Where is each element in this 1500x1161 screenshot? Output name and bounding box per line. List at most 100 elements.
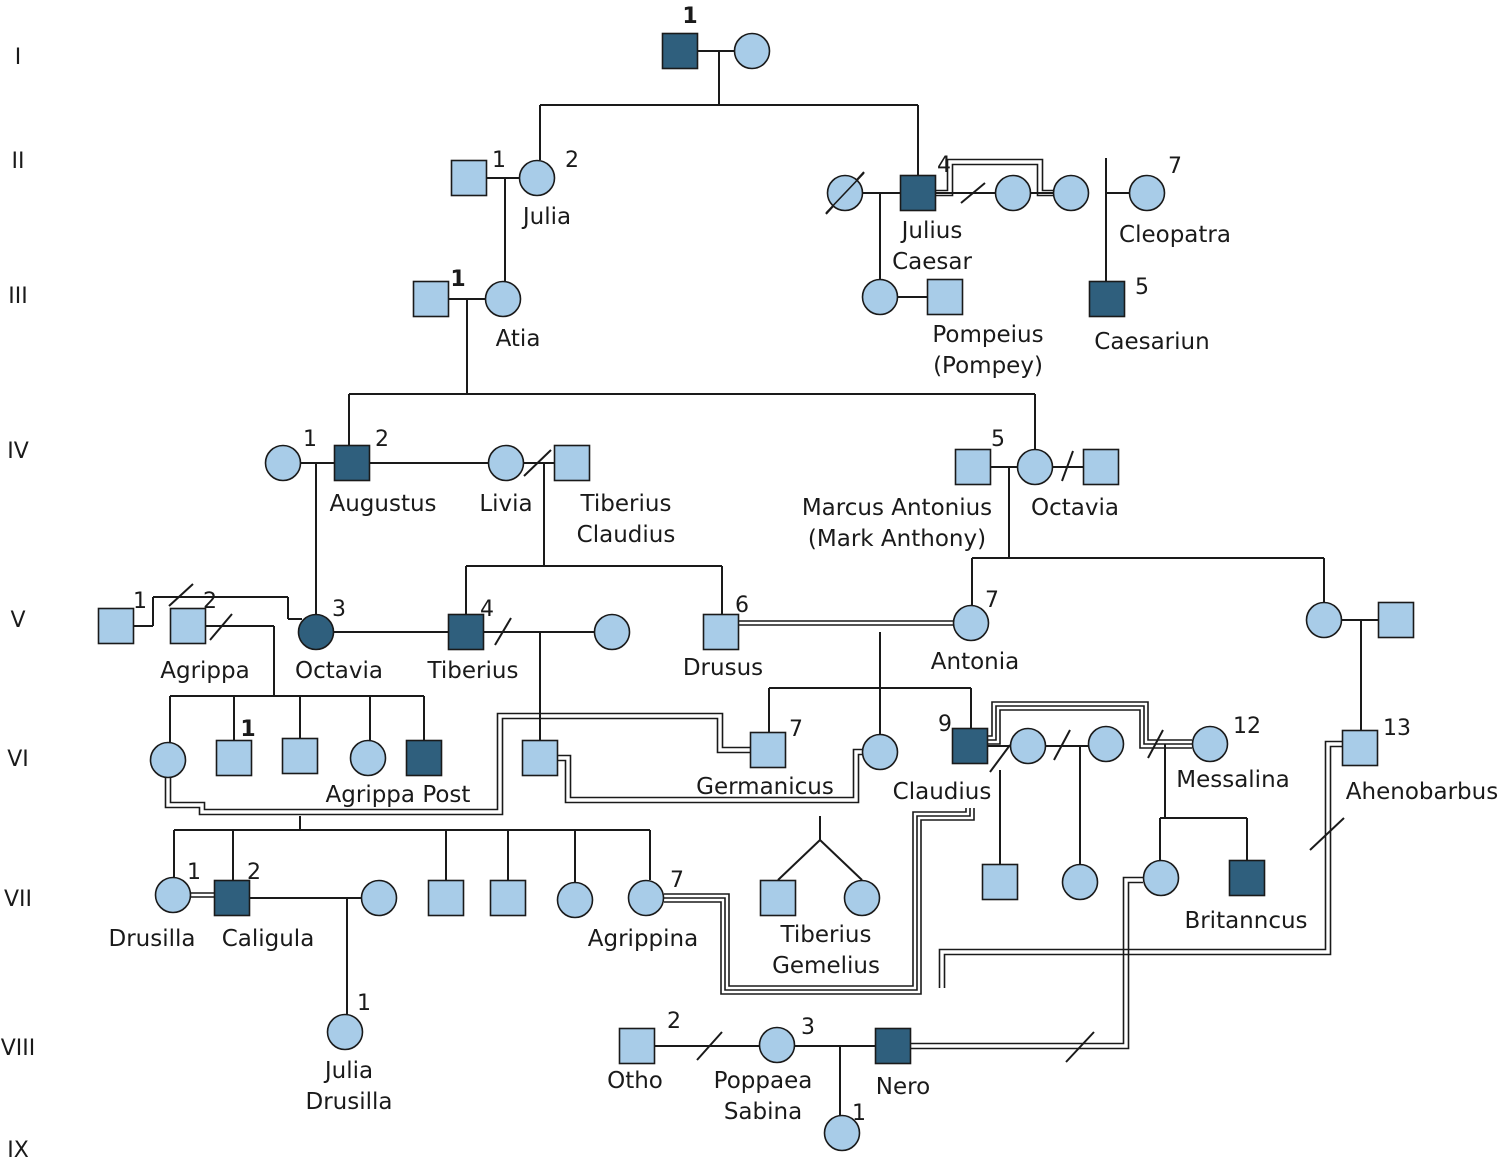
female-vi-c1 [349, 739, 387, 777]
male-v-1 [97, 607, 135, 645]
number-n-vi-7: 7 [789, 717, 803, 742]
generation-label-III: III [8, 284, 27, 309]
generation-label-VII: VII [4, 887, 32, 912]
male-britanncus [1228, 859, 1266, 897]
female-livia [487, 444, 525, 482]
separation-mark [1061, 450, 1074, 482]
separation-mark [1309, 817, 1345, 851]
number-n-viii-2: 2 [667, 1009, 681, 1034]
female-atia [484, 280, 522, 318]
name-cleopatra: Cleopatra [1119, 222, 1231, 248]
name-julia: Julia [521, 204, 571, 230]
female-agrippina-elder [149, 741, 187, 779]
female-julia-drusilla [326, 1013, 364, 1051]
separation-mark [168, 583, 194, 607]
consanguine-link-line [540, 753, 862, 804]
number-n-vi-12: 12 [1233, 714, 1261, 739]
number-n-iv-1: 1 [303, 427, 317, 452]
female-tiberius-w2 [593, 613, 631, 651]
separation-mark [1065, 1031, 1095, 1063]
number-n-i-1: 1 [682, 4, 697, 29]
separation-mark [1147, 729, 1164, 759]
female-julia [518, 159, 556, 197]
male-claudius [951, 727, 989, 765]
name-claudius: Claudius [893, 779, 992, 805]
female-caesar-w1 [825, 172, 865, 214]
male-marcus-antonius [954, 448, 992, 486]
male-drusus [702, 613, 740, 651]
name-drusus: Drusus [683, 655, 763, 681]
consanguine-link-line [988, 709, 1192, 749]
number-n-v-2: 2 [203, 589, 217, 614]
name-livia: Livia [479, 491, 532, 517]
generation-label-IX: IX [7, 1138, 29, 1161]
name-pompeius: Pompeius(Pompey) [932, 322, 1043, 379]
consanguine-link-line [936, 163, 1053, 197]
male-augustus [333, 444, 371, 482]
name-augustus: Augustus [329, 491, 436, 517]
consanguine-link-line [988, 705, 1192, 745]
consanguine-link-line [664, 808, 967, 987]
female-livilla [861, 733, 899, 771]
female-claudius-w2 [1087, 725, 1125, 763]
generation-label-IV: IV [7, 439, 29, 464]
number-n-vii-1: 1 [187, 860, 201, 885]
male-pompeius [926, 278, 964, 316]
consanguine-link-line [911, 881, 1143, 1050]
male-vi-sq1 [215, 739, 253, 777]
generation-label-II: II [12, 149, 25, 174]
number-n-v-4: 4 [480, 597, 494, 622]
number-n-ii-2: 2 [565, 148, 579, 173]
male-ii-1 [450, 159, 488, 197]
generation-label-I: I [15, 45, 22, 70]
consanguine-link-line [943, 745, 1342, 988]
separation-mark [696, 1031, 723, 1061]
female-vii-c1 [556, 881, 594, 919]
name-agrippa: Agrippa [160, 658, 249, 684]
number-n-v-3: 3 [332, 597, 346, 622]
consanguine-link-line [164, 717, 750, 816]
number-n-ii-1: 1 [492, 148, 506, 173]
male-vii-sq2 [489, 879, 527, 917]
female-ix-1 [823, 1114, 861, 1152]
name-octavia-v: Octavia [295, 658, 383, 684]
name-britanncus: Britanncus [1184, 908, 1307, 934]
male-drusus-jr [521, 739, 559, 777]
separation-mark [209, 613, 233, 641]
male-tiberius [447, 613, 485, 651]
consanguine-link-line [988, 701, 1192, 741]
male-caesariun [1088, 280, 1126, 318]
separation-mark [494, 617, 512, 646]
female-octavia-vii [1142, 859, 1180, 897]
name-agrippina: Agrippina [588, 926, 698, 952]
consanguine-link-line [936, 158, 1053, 192]
male-nero [874, 1027, 912, 1065]
male-tiberius-gemelius [759, 879, 797, 917]
number-n-vi-9: 9 [938, 712, 952, 737]
female-antonia [952, 604, 990, 642]
generation-label-VIII: VIII [1, 1036, 36, 1061]
female-caligula-w [360, 879, 398, 917]
name-drusilla: Drusilla [109, 926, 196, 952]
female-drusilla [154, 876, 192, 914]
female-claudius-dau [1061, 863, 1099, 901]
number-n-iii-5: 5 [1135, 275, 1149, 300]
generation-label-V: V [10, 608, 25, 633]
female-caesar-w2 [994, 174, 1032, 212]
male-vi-sq2 [281, 737, 319, 775]
male-germanicus [749, 731, 787, 769]
name-ahenobarbus: Ahenobarbus [1346, 779, 1498, 805]
number-n-viii-3: 3 [801, 1015, 815, 1040]
male-vii-sq1 [427, 879, 465, 917]
male-i-m [661, 32, 699, 70]
male-agrippa [169, 607, 207, 645]
female-poppaea-sabina [758, 1026, 796, 1064]
male-agrippa-post [405, 739, 443, 777]
number-n-vii-7: 7 [670, 868, 684, 893]
separation-mark [523, 449, 552, 477]
separation-mark [989, 744, 1011, 773]
